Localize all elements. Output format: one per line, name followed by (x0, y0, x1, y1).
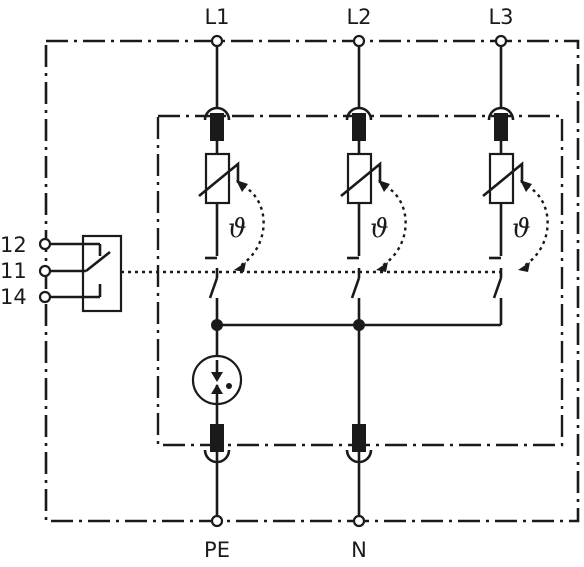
terminal-label-l2: L2 (346, 5, 371, 29)
fuse-icon (352, 424, 366, 452)
terminal-l3[interactable] (494, 34, 508, 48)
contact-label-11: 11 (0, 259, 27, 283)
terminal-n[interactable] (352, 514, 366, 528)
junction-node (211, 319, 223, 331)
fuse-icon (210, 424, 224, 452)
varistor-icon (204, 152, 231, 205)
junction-node (353, 319, 365, 331)
terminal-12[interactable] (38, 237, 52, 251)
fuse-icon (352, 113, 366, 141)
branch-l1 (191, 41, 243, 521)
terminal-label-l3: L3 (488, 5, 513, 29)
changeover-contact-icon (45, 234, 123, 313)
terminal-pe[interactable] (210, 514, 224, 528)
varistor-icon (488, 152, 515, 205)
outer-enclosure (44, 39, 580, 523)
contact-label-14: 14 (0, 285, 27, 309)
thermal-coupling-l2: ϑ (370, 180, 407, 272)
thermal-coupling-l1: ϑ (228, 180, 265, 272)
thermal-coupling-l3: ϑ (512, 180, 549, 272)
varistor-icon (346, 152, 373, 205)
contact-label-12: 12 (0, 233, 27, 257)
thermal-symbol: ϑ (370, 214, 389, 244)
fuse-icon (210, 113, 224, 141)
terminal-11[interactable] (38, 264, 52, 278)
terminal-l1[interactable] (210, 34, 224, 48)
terminal-l2[interactable] (352, 34, 366, 48)
fuse-icon (494, 113, 508, 141)
branch-l2 (340, 41, 382, 521)
terminal-label-n: N (351, 538, 367, 562)
thermal-symbol: ϑ (512, 214, 531, 244)
terminal-label-pe: PE (204, 538, 230, 562)
terminal-label-l1: L1 (204, 5, 229, 29)
thermal-symbol: ϑ (228, 214, 247, 244)
terminal-14[interactable] (38, 290, 52, 304)
branch-l3 (482, 41, 524, 325)
